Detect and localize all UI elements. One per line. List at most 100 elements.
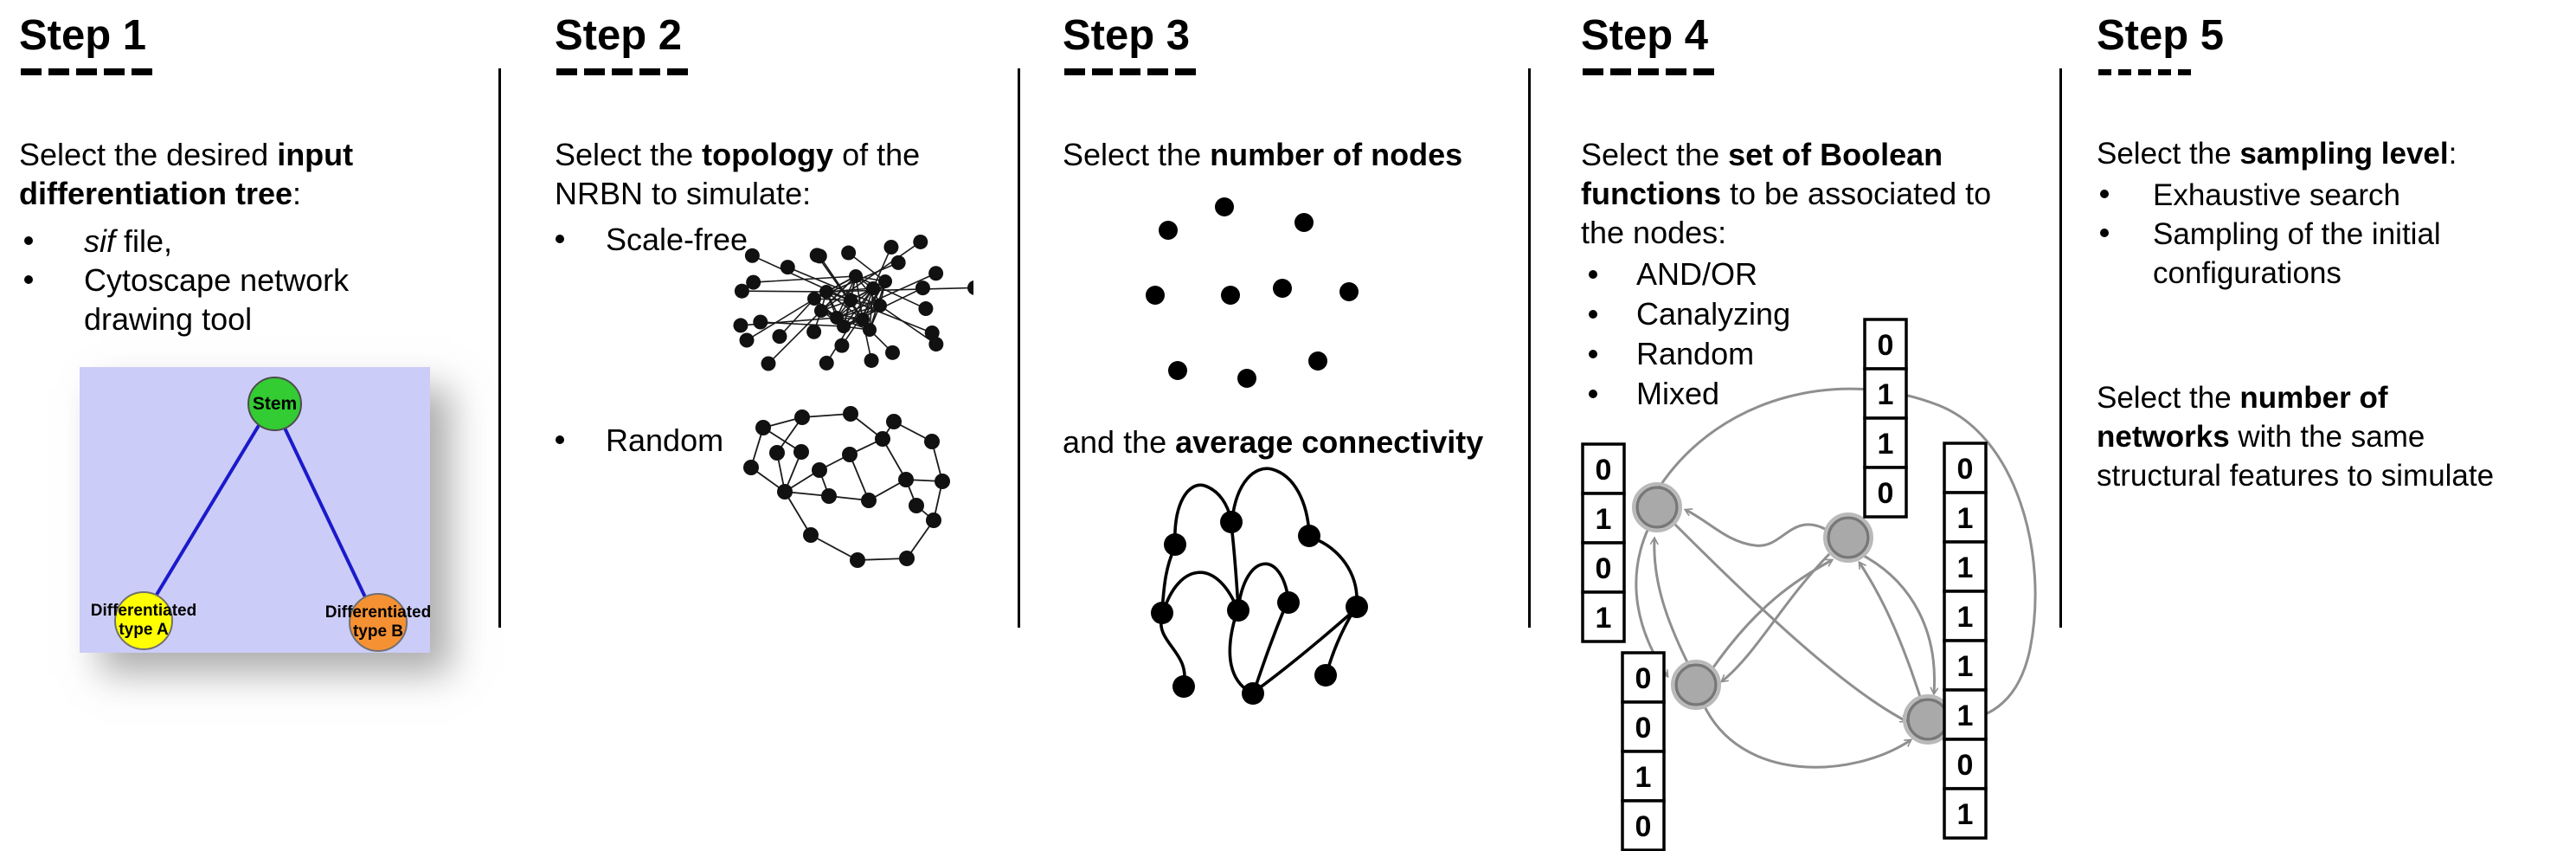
stem-node: Stem <box>247 377 302 431</box>
dash <box>48 68 69 75</box>
dash <box>1147 68 1168 75</box>
text-line: drawing tool <box>84 301 253 337</box>
tree-edges <box>140 401 378 622</box>
truth-table-cell: 0 <box>1596 552 1612 585</box>
step-5-column: Step 5 Select the sampling level: Exhaus… <box>2097 0 2573 851</box>
dash <box>1610 68 1631 75</box>
differentiated-type-b-node: Differentiated type B <box>325 593 431 652</box>
truth-table-cell: 0 <box>1957 749 1974 782</box>
dash <box>556 68 577 75</box>
dash <box>76 68 97 75</box>
dash <box>584 68 605 75</box>
bullet-item: Mixed <box>1581 374 2052 414</box>
truth-table-cell: 0 <box>1635 712 1652 745</box>
truth-table-cell: 1 <box>1596 503 1612 536</box>
truth-table-cell: 0 <box>1957 453 1974 486</box>
step-4-title: Step 4 <box>1581 12 1709 59</box>
text-line: Select the desired input <box>19 137 354 172</box>
text-line: Random <box>606 422 724 458</box>
bullet-item: Random <box>555 421 723 460</box>
bullet-icon <box>1589 350 1597 358</box>
bullet-icon <box>24 236 33 245</box>
dash <box>104 68 125 75</box>
text-line: Random <box>1636 336 1755 371</box>
truth-table-cell: 1 <box>1957 502 1974 535</box>
bullet-item: Canalyzing <box>1581 294 2052 334</box>
text-line: Select the topology of the <box>555 137 921 172</box>
step-5-title: Step 5 <box>2097 12 2225 59</box>
text-line: sif file, <box>84 223 173 259</box>
bullet-icon <box>1589 310 1597 319</box>
dash <box>1583 68 1603 75</box>
bullet-icon <box>24 275 33 284</box>
step-2-title: Step 2 <box>555 12 683 59</box>
step-1-intro: Select the desired input differentiation … <box>19 135 353 213</box>
text-line: Sampling of the initial <box>2153 217 2441 251</box>
bullet-item: AND/OR <box>1581 255 2052 294</box>
dash <box>21 68 42 75</box>
step-3-second-text: and the average connectivity <box>1063 422 1483 461</box>
bullet-item: Exhaustive search <box>2097 176 2573 215</box>
text-line: Select the number of <box>2097 381 2388 415</box>
text-line: Canalyzing <box>1636 296 1791 332</box>
dashed-separator <box>556 68 688 75</box>
step-1-column: Step 1 Select the desired input different… <box>19 0 491 851</box>
dash <box>639 68 660 75</box>
differentiated-type-a-node: Differentiated type A <box>91 591 196 650</box>
differentiation-tree-figure: Stem Differentiated type A Differentiate… <box>80 367 431 653</box>
step-3-title: Step 3 <box>1063 12 1191 59</box>
bullet-item: Sampling of the initial configurations <box>2097 215 2573 293</box>
dash <box>612 68 633 75</box>
dash <box>1175 68 1196 75</box>
dash <box>1666 68 1686 75</box>
text-line: the nodes: <box>1581 215 1727 250</box>
truth-table-cell: 1 <box>1957 699 1974 732</box>
dashed-separator <box>1064 68 1196 75</box>
truth-table-cell: 1 <box>1878 378 1894 411</box>
step-3-column: Step 3 Select the number of nodes and th… <box>1063 0 1521 851</box>
dash <box>132 68 152 75</box>
dashed-separator <box>21 68 152 75</box>
dashed-separator <box>1583 68 1714 75</box>
truth-table-cell: 1 <box>1957 601 1974 634</box>
text-line: and the average connectivity <box>1063 424 1484 460</box>
bullet-icon <box>556 235 564 243</box>
text-line: structural features to simulate <box>2097 459 2495 493</box>
column-divider-3 <box>1528 68 1531 628</box>
truth-table-cell: 0 <box>1878 329 1894 362</box>
text-line: AND/OR <box>1636 256 1758 292</box>
dash <box>2178 69 2191 75</box>
column-divider-2 <box>1018 68 1020 628</box>
nodes-connectivity-figure <box>1146 197 1368 705</box>
bullet-icon <box>2100 190 2109 198</box>
bullet-icon <box>1589 270 1597 279</box>
truth-table-cell: 1 <box>1596 602 1612 635</box>
truth-table-cell: 1 <box>1957 798 1974 831</box>
text-line: differentiation tree: <box>19 176 302 211</box>
truth-table-cell: 1 <box>1635 761 1652 794</box>
text-line: NRBN to simulate: <box>555 176 812 211</box>
truth-table-cell: 1 <box>1878 428 1894 461</box>
bullet-icon <box>2100 229 2109 237</box>
dash <box>2158 69 2171 75</box>
dash <box>1064 68 1085 75</box>
truth-table-cell: 1 <box>1957 551 1974 584</box>
column-divider-4 <box>2059 68 2062 628</box>
bullet-icon <box>1589 390 1597 398</box>
truth-table-cell: 0 <box>1635 810 1652 843</box>
dash <box>2118 69 2131 75</box>
text-line: configurations <box>2153 256 2342 290</box>
step-1-title: Step 1 <box>19 12 147 59</box>
dash <box>2138 69 2151 75</box>
text-line: Scale-free <box>606 222 748 257</box>
